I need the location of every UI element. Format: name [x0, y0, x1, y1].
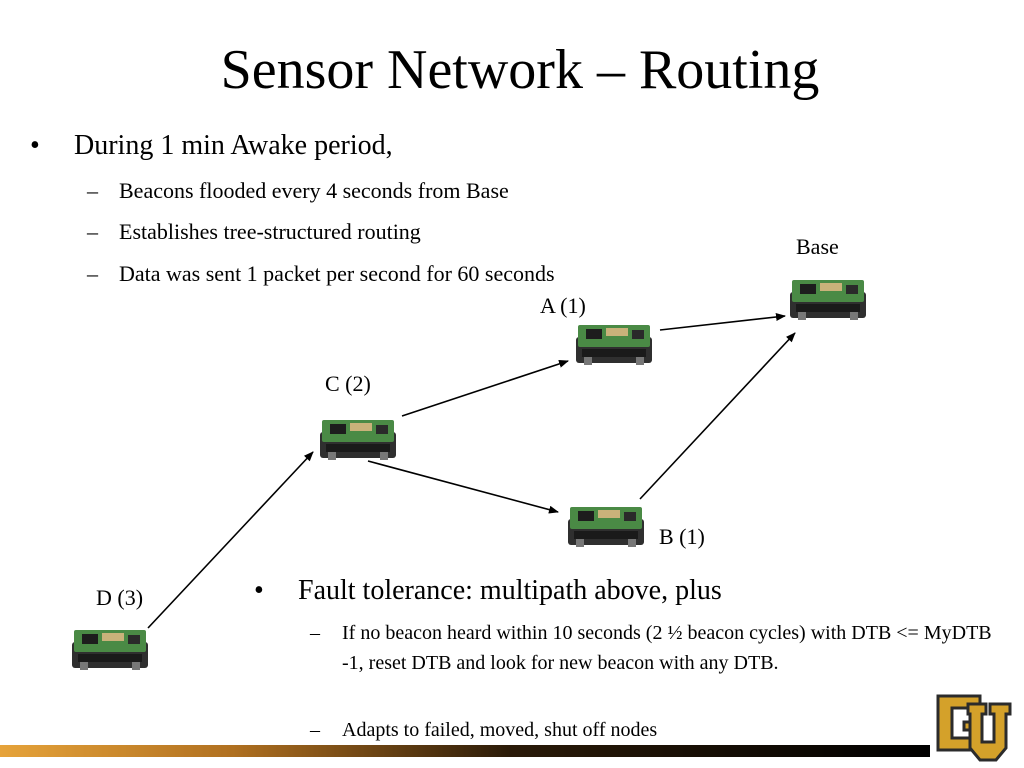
- sensor-node-d-icon: [72, 630, 148, 670]
- edge-b-to-base: [639, 332, 796, 500]
- sub-bullet-5: – Adapts to failed, moved, shut off node…: [310, 715, 657, 745]
- bullet-top-main: • During 1 min Awake period,: [30, 130, 393, 162]
- sub-bullet-3-text: Data was sent 1 packet per second for 60…: [119, 261, 555, 286]
- sub-bullet-3: – Data was sent 1 packet per second for …: [87, 261, 555, 287]
- sub-bullet-4: – If no beacon heard within 10 seconds (…: [310, 618, 1002, 678]
- dash-marker: –: [310, 622, 320, 644]
- node-label-c: C (2): [325, 371, 371, 396]
- edge-c-to-b: [367, 460, 559, 514]
- bullet-bottom-main-text: Fault tolerance: multipath above, plus: [298, 575, 722, 606]
- sensor-node-base-icon: [790, 280, 866, 320]
- node-label-a: A (1): [540, 293, 586, 318]
- node-label-b: B (1): [659, 524, 705, 549]
- slide-title: Sensor Network – Routing: [220, 39, 820, 101]
- sub-bullet-4-text: If no beacon heard within 10 seconds (2 …: [342, 622, 992, 674]
- sensor-node-a-icon: [576, 325, 652, 365]
- bullet-marker: •: [254, 575, 264, 606]
- node-label-d: D (3): [96, 585, 144, 610]
- edge-a-to-base: [659, 313, 786, 331]
- dash-marker: –: [87, 178, 98, 203]
- sub-bullet-1: – Beacons flooded every 4 seconds from B…: [87, 178, 509, 204]
- footer-bar: [0, 745, 930, 757]
- sub-bullet-1-text: Beacons flooded every 4 seconds from Bas…: [119, 178, 509, 203]
- edge-c-to-a: [401, 360, 569, 417]
- sensor-node-b-icon: [568, 507, 644, 547]
- node-label-base: Base: [796, 234, 839, 259]
- sub-bullet-2: – Establishes tree-structured routing: [87, 219, 421, 245]
- sensor-node-c-icon: [320, 420, 396, 460]
- dash-marker: –: [87, 261, 98, 286]
- bullet-bottom-main: • Fault tolerance: multipath above, plus: [254, 575, 722, 607]
- bullet-top-main-text: During 1 min Awake period,: [74, 130, 393, 161]
- bullet-marker: •: [30, 130, 40, 161]
- dash-marker: –: [87, 219, 98, 244]
- sub-bullet-5-text: Adapts to failed, moved, shut off nodes: [342, 719, 658, 741]
- dash-marker: –: [310, 719, 320, 741]
- sub-bullet-2-text: Establishes tree-structured routing: [119, 219, 421, 244]
- edge-d-to-c: [147, 451, 314, 629]
- cu-logo-icon: [936, 694, 1012, 762]
